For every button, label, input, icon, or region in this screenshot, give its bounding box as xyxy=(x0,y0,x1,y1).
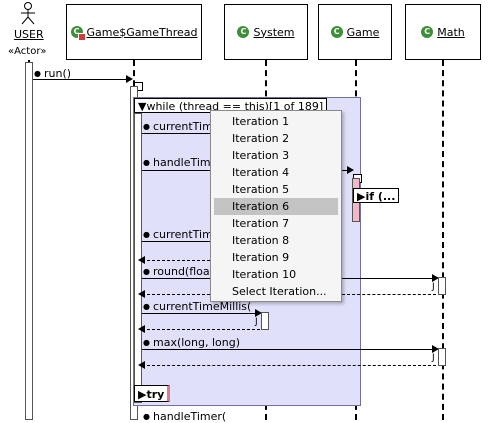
class-icon: C xyxy=(330,26,343,38)
message-handletimer-label[interactable]: ●handleTimer( xyxy=(143,410,226,423)
while-frame-text: while (thread == this)[1 of 189] xyxy=(146,100,324,113)
message-currenttime-label[interactable]: ●currentTime xyxy=(143,120,220,133)
math-activation[interactable] xyxy=(438,277,446,295)
static-method-icon: ● xyxy=(143,122,150,131)
menu-item-iteration-9[interactable]: Iteration 9 xyxy=(232,251,290,264)
message-arrowhead xyxy=(347,166,354,174)
if-frame-label[interactable]: ▶if (... xyxy=(353,188,400,203)
message-run-line[interactable] xyxy=(33,79,129,80)
return-line xyxy=(142,260,210,261)
try-frame-label[interactable]: ▶try xyxy=(134,385,171,402)
menu-item-iteration-5[interactable]: Iteration 5 xyxy=(232,183,290,196)
message-run-label[interactable]: ●run() xyxy=(34,67,71,80)
message-handletime-line-cont[interactable] xyxy=(342,170,348,171)
lifeline-head-game[interactable]: C Game xyxy=(318,4,392,60)
message-text: max(long, long) xyxy=(152,336,241,349)
message-currenttimemillis-label[interactable]: ●currentTimeMillis( xyxy=(143,300,251,313)
message-text: currentTimeMillis( xyxy=(152,300,252,313)
method-icon: ● xyxy=(143,158,150,167)
message-text: handleTime xyxy=(152,156,218,169)
menu-item-iteration-4[interactable]: Iteration 4 xyxy=(232,166,290,179)
menu-item-iteration-8[interactable]: Iteration 8 xyxy=(232,234,290,247)
message-text: currentTime xyxy=(152,120,220,133)
message-text: handleTimer( xyxy=(152,410,227,423)
class-icon: C xyxy=(421,26,434,38)
return-arrowhead xyxy=(138,256,145,264)
lifeline-head-system[interactable]: C System xyxy=(224,4,308,60)
message-arrowhead xyxy=(255,309,262,317)
collapse-triangle-icon[interactable]: ▶ xyxy=(138,388,147,401)
math-activation[interactable] xyxy=(438,348,446,366)
actor-stereotype: «Actor» xyxy=(8,46,47,57)
message-text: run() xyxy=(43,67,72,80)
message-currenttimemillis-line[interactable] xyxy=(142,313,257,314)
message-arrowhead xyxy=(432,345,439,353)
return-line xyxy=(142,294,210,295)
static-method-icon: ● xyxy=(143,230,150,239)
static-method-icon: ● xyxy=(143,338,150,347)
message-handletime-label[interactable]: ●handleTime xyxy=(143,156,217,169)
message-currenttime-line[interactable] xyxy=(142,241,210,242)
menu-item-select-iteration[interactable]: Select Iteration... xyxy=(232,285,327,298)
message-max-line[interactable] xyxy=(142,349,433,350)
message-arrowhead xyxy=(432,274,439,282)
try-frame-text: try xyxy=(146,388,165,401)
message-currenttime-line[interactable] xyxy=(142,133,210,134)
actor-figure-icon xyxy=(21,2,35,25)
return-marker: J xyxy=(432,353,435,363)
static-method-icon: ● xyxy=(143,302,150,311)
return-arrowhead xyxy=(138,325,145,333)
menu-item-iteration-10[interactable]: Iteration 10 xyxy=(232,268,297,281)
collapse-triangle-icon[interactable]: ▼ xyxy=(138,100,147,113)
method-icon: ● xyxy=(143,412,150,421)
class-icon: C xyxy=(237,26,250,38)
return-line xyxy=(342,294,436,295)
return-arrowhead xyxy=(138,361,145,369)
return-marker: J xyxy=(255,317,258,327)
while-frame-label[interactable]: ▼while (thread == this)[1 of 189] xyxy=(134,98,328,113)
message-round-line-cont[interactable] xyxy=(342,278,433,279)
math-lifeline xyxy=(442,60,444,420)
menu-item-iteration-7[interactable]: Iteration 7 xyxy=(232,217,290,230)
message-round-line[interactable] xyxy=(142,278,210,279)
menu-item-iteration-6[interactable]: Iteration 6 xyxy=(214,198,338,215)
actor-name[interactable]: USER xyxy=(14,28,44,41)
message-round-label[interactable]: ●round(float xyxy=(143,265,214,278)
actor-activation[interactable] xyxy=(25,62,33,420)
return-line xyxy=(142,365,436,366)
lifeline-head-gamethread[interactable]: C Game$GameThread xyxy=(66,4,202,60)
iteration-context-menu[interactable]: Iteration 1 Iteration 2 Iteration 3 Iter… xyxy=(210,110,342,302)
thread-class-icon: C xyxy=(70,26,86,41)
message-currenttime-label[interactable]: ●currentTime xyxy=(143,228,220,241)
lifeline-label: Math xyxy=(437,25,465,39)
message-text: round(float xyxy=(152,265,214,278)
menu-item-iteration-2[interactable]: Iteration 2 xyxy=(232,132,290,145)
lifeline-label: Game xyxy=(346,25,380,39)
return-arrowhead xyxy=(138,290,145,298)
return-line xyxy=(142,329,260,330)
message-handletime-line[interactable] xyxy=(142,170,210,171)
message-max-label[interactable]: ●max(long, long) xyxy=(143,336,240,349)
public-method-icon: ● xyxy=(34,69,41,78)
menu-item-iteration-3[interactable]: Iteration 3 xyxy=(232,149,290,162)
message-text: currentTime xyxy=(152,228,220,241)
lifeline-label: System xyxy=(253,25,295,39)
collapse-triangle-icon[interactable]: ▶ xyxy=(357,190,366,203)
return-marker: J xyxy=(432,282,435,292)
menu-item-iteration-1[interactable]: Iteration 1 xyxy=(232,115,290,128)
message-arrowhead xyxy=(126,75,133,83)
system-activation[interactable] xyxy=(261,312,269,330)
lifeline-label: Game$GameThread xyxy=(86,25,198,39)
if-frame-text: if (... xyxy=(365,190,396,203)
lifeline-head-math[interactable]: C Math xyxy=(405,4,481,60)
static-method-icon: ● xyxy=(143,267,150,276)
